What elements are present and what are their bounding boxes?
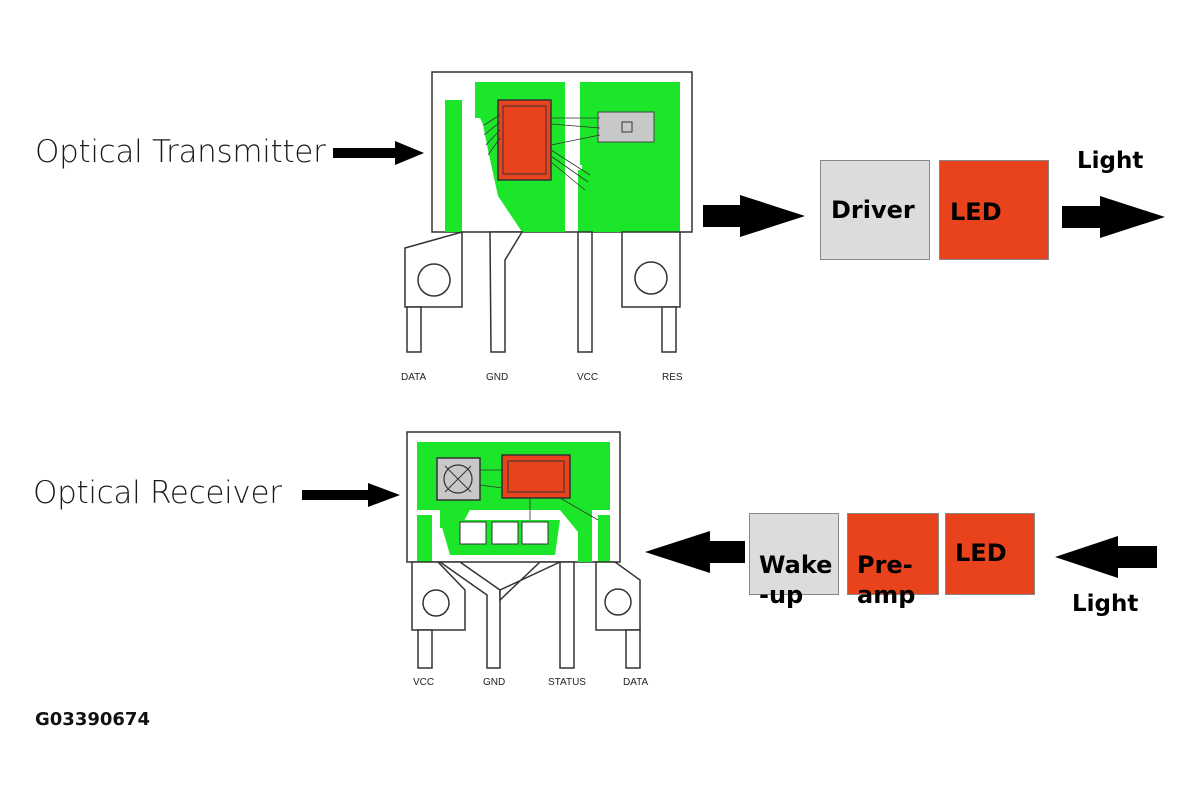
rx-light-label: Light <box>1072 591 1139 617</box>
preamp-block-label: Pre- amp <box>857 551 916 609</box>
arrow-receiver-label <box>302 483 400 507</box>
tx-pin-data: DATA <box>401 372 427 383</box>
arrow-light-out <box>1062 196 1165 238</box>
arrows <box>302 141 1165 578</box>
tx-led-block-label: LED <box>950 198 1002 226</box>
rx-pin-gnd: GND <box>483 677 506 688</box>
tx-light-label: Light <box>1077 148 1144 174</box>
transmitter-package <box>404 71 693 353</box>
driver-block: Driver <box>820 160 930 260</box>
rx-pin-status: STATUS <box>548 677 586 688</box>
tx-pin-gnd: GND <box>486 372 509 383</box>
figure-code: G03390674 <box>35 709 150 730</box>
rx-led-block: LED <box>945 513 1035 595</box>
rx-pin-data: DATA <box>623 677 649 688</box>
rx-led-block-label: LED <box>955 539 1007 567</box>
preamp-block: Pre- amp <box>847 513 939 609</box>
tx-pin-res: RES <box>662 372 683 383</box>
transmitter-label: Optical Transmitter <box>35 134 326 170</box>
arrow-light-in <box>1055 536 1157 578</box>
wakeup-block-label: Wake -up <box>759 551 833 609</box>
wakeup-block: Wake -up <box>749 513 839 609</box>
arrow-to-driver <box>703 195 805 237</box>
receiver-package <box>406 431 641 669</box>
driver-block-label: Driver <box>831 196 915 224</box>
receiver-label: Optical Receiver <box>33 475 282 511</box>
tx-led-block: LED <box>939 160 1049 260</box>
arrow-to-package <box>645 531 745 573</box>
arrow-transmitter-label <box>333 141 424 165</box>
rx-pin-vcc: VCC <box>413 677 435 688</box>
tx-pin-vcc: VCC <box>577 372 599 383</box>
